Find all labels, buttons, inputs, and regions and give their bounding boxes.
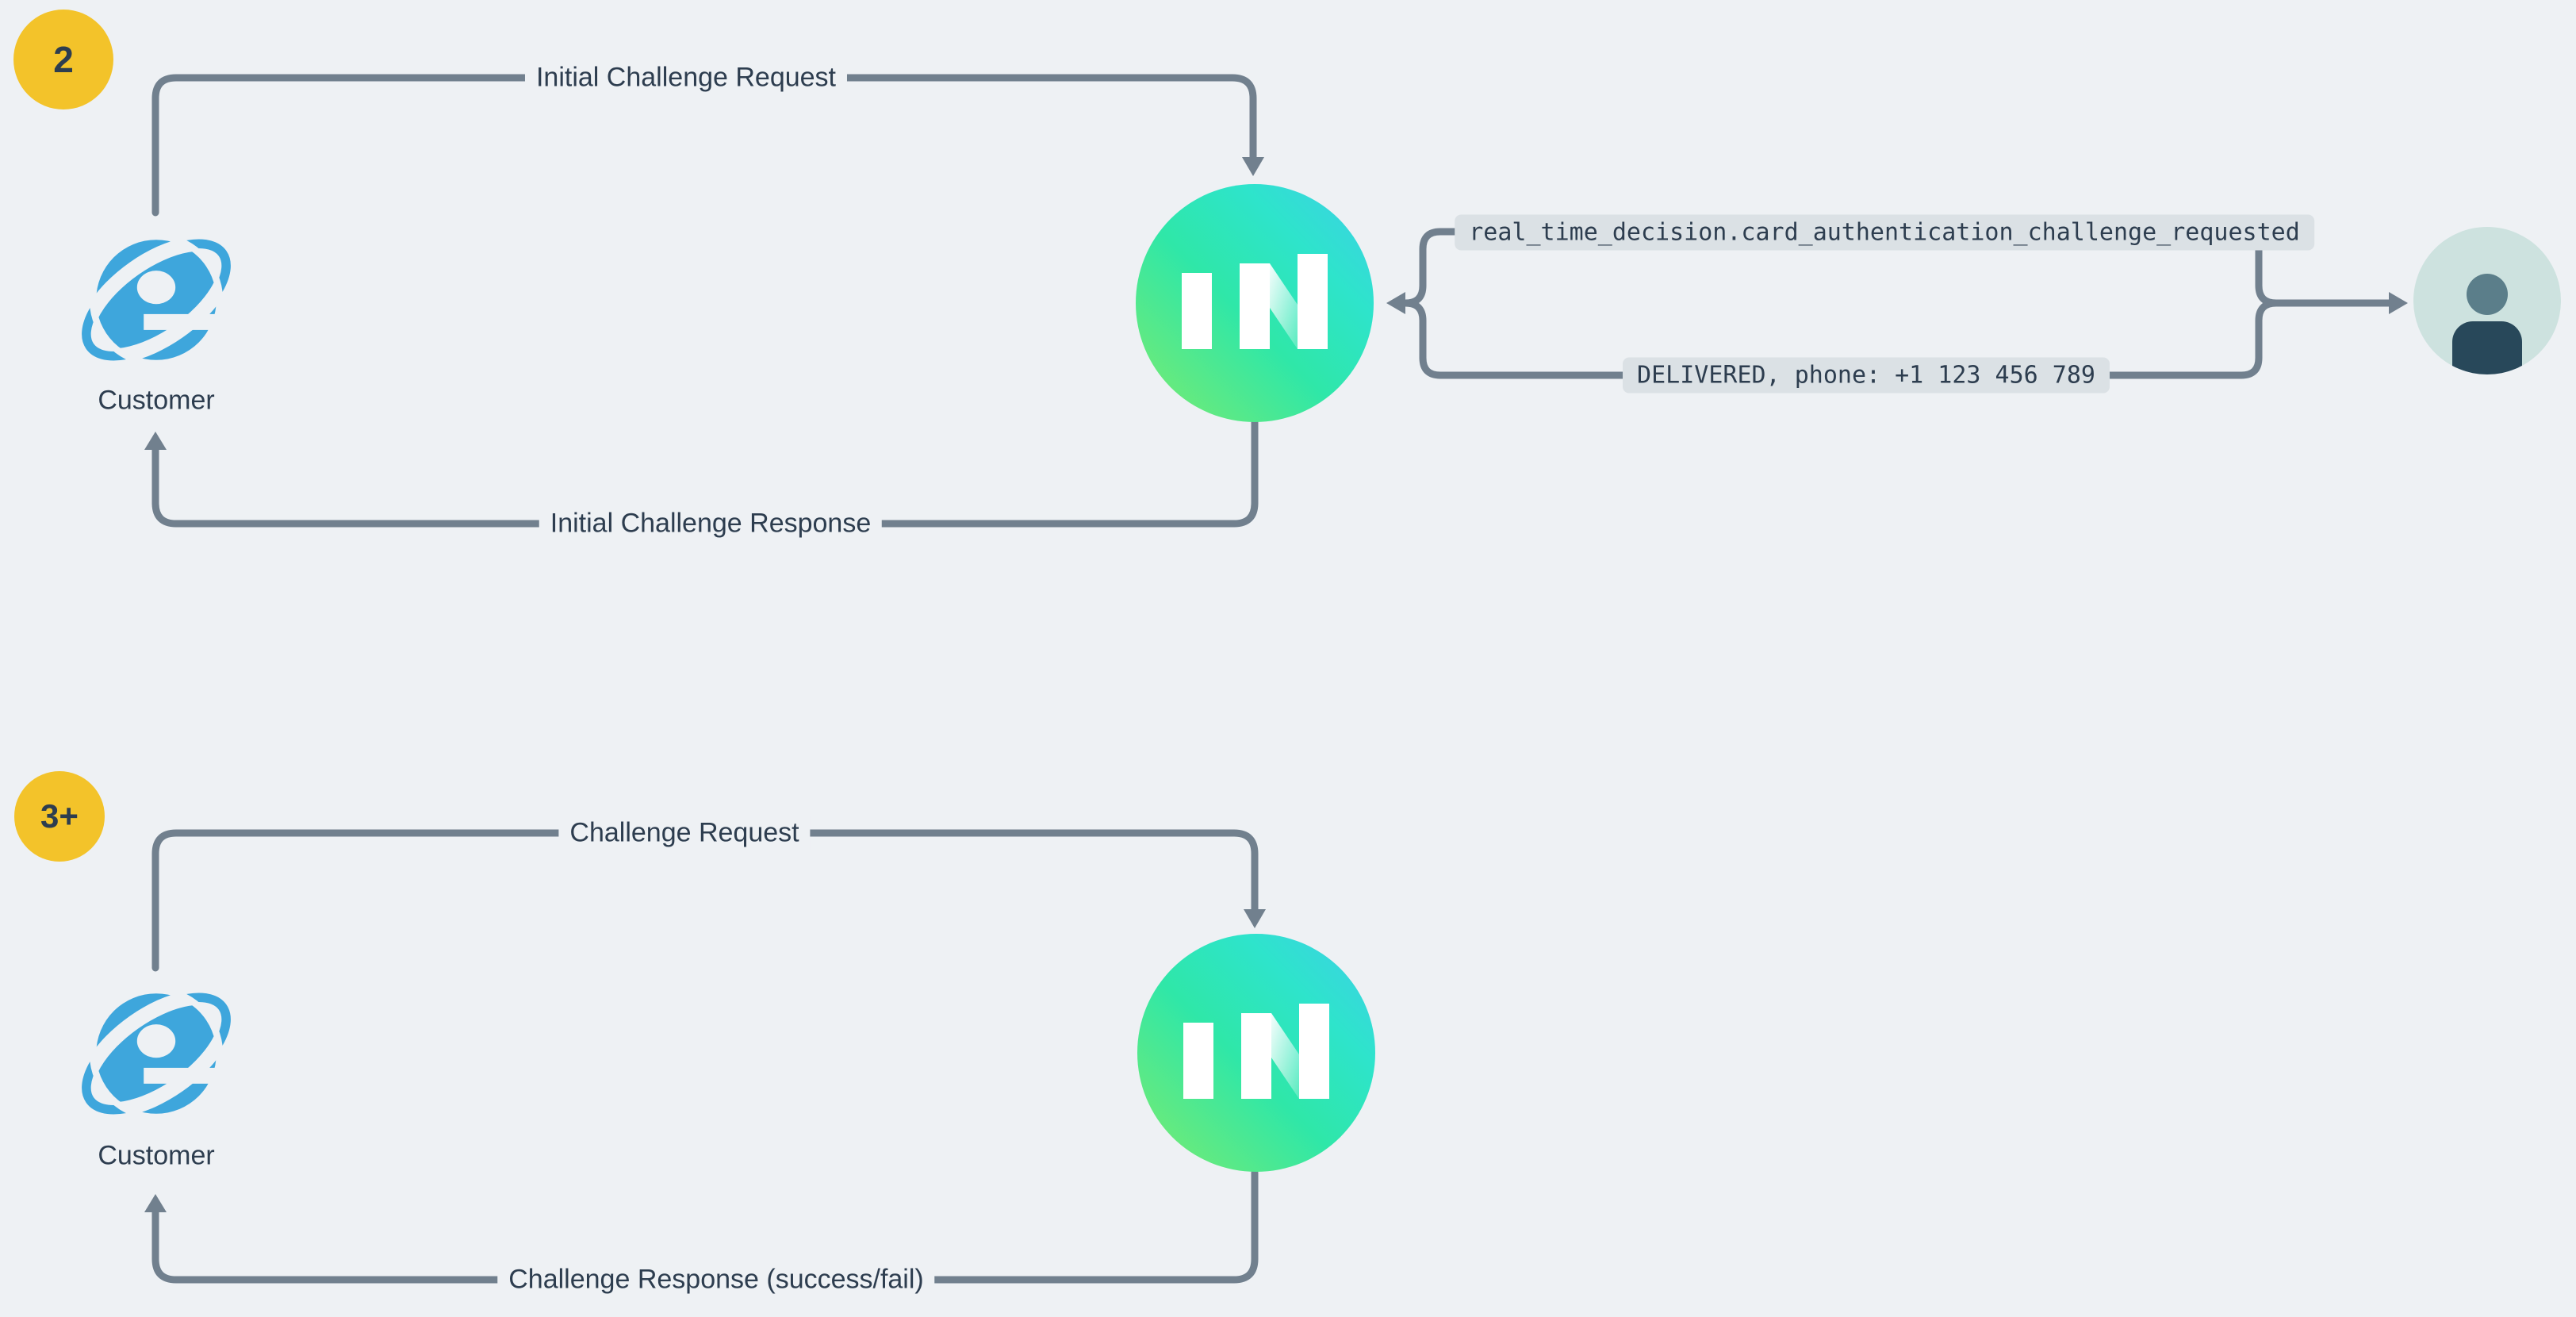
customer-browser-icon bbox=[79, 236, 236, 364]
challenge-request-label: Challenge Request bbox=[558, 816, 811, 850]
customer-label-1: Customer bbox=[98, 385, 215, 416]
step-badge-2: 2 bbox=[13, 10, 113, 109]
increase-logo-node-2 bbox=[1137, 934, 1375, 1172]
delivery-status-line bbox=[1419, 299, 2280, 379]
initial-challenge-request-line bbox=[151, 74, 1257, 217]
step-badge-3plus: 3+ bbox=[14, 771, 105, 862]
customer-browser-icon-2 bbox=[79, 989, 236, 1118]
customer-label-2: Customer bbox=[98, 1140, 215, 1171]
increase-logo-node-1 bbox=[1136, 184, 1374, 422]
webhook-event-chip: real_time_decision.card_authentication_c… bbox=[1455, 214, 2314, 251]
arrowhead-into-customer-2 bbox=[144, 1194, 167, 1212]
arrowhead-into-customer-1 bbox=[144, 432, 167, 450]
initial-challenge-request-label: Initial Challenge Request bbox=[524, 60, 848, 95]
arrowhead-into-person bbox=[2389, 292, 2408, 314]
challenge-response-label: Challenge Response (success/fail) bbox=[497, 1262, 935, 1297]
arrowhead-into-in-top-2 bbox=[1244, 909, 1266, 928]
person-icon bbox=[2413, 227, 2561, 374]
delivery-status-chip: DELIVERED, phone: +1 123 456 789 bbox=[1623, 357, 2110, 394]
initial-challenge-response-label: Initial Challenge Response bbox=[539, 506, 883, 541]
arrowhead-into-in-top-1 bbox=[1242, 157, 1264, 176]
challenge-request-line bbox=[151, 829, 1259, 972]
arrowhead-into-in-side bbox=[1386, 292, 1405, 314]
webhook-event-line bbox=[1401, 228, 2393, 362]
